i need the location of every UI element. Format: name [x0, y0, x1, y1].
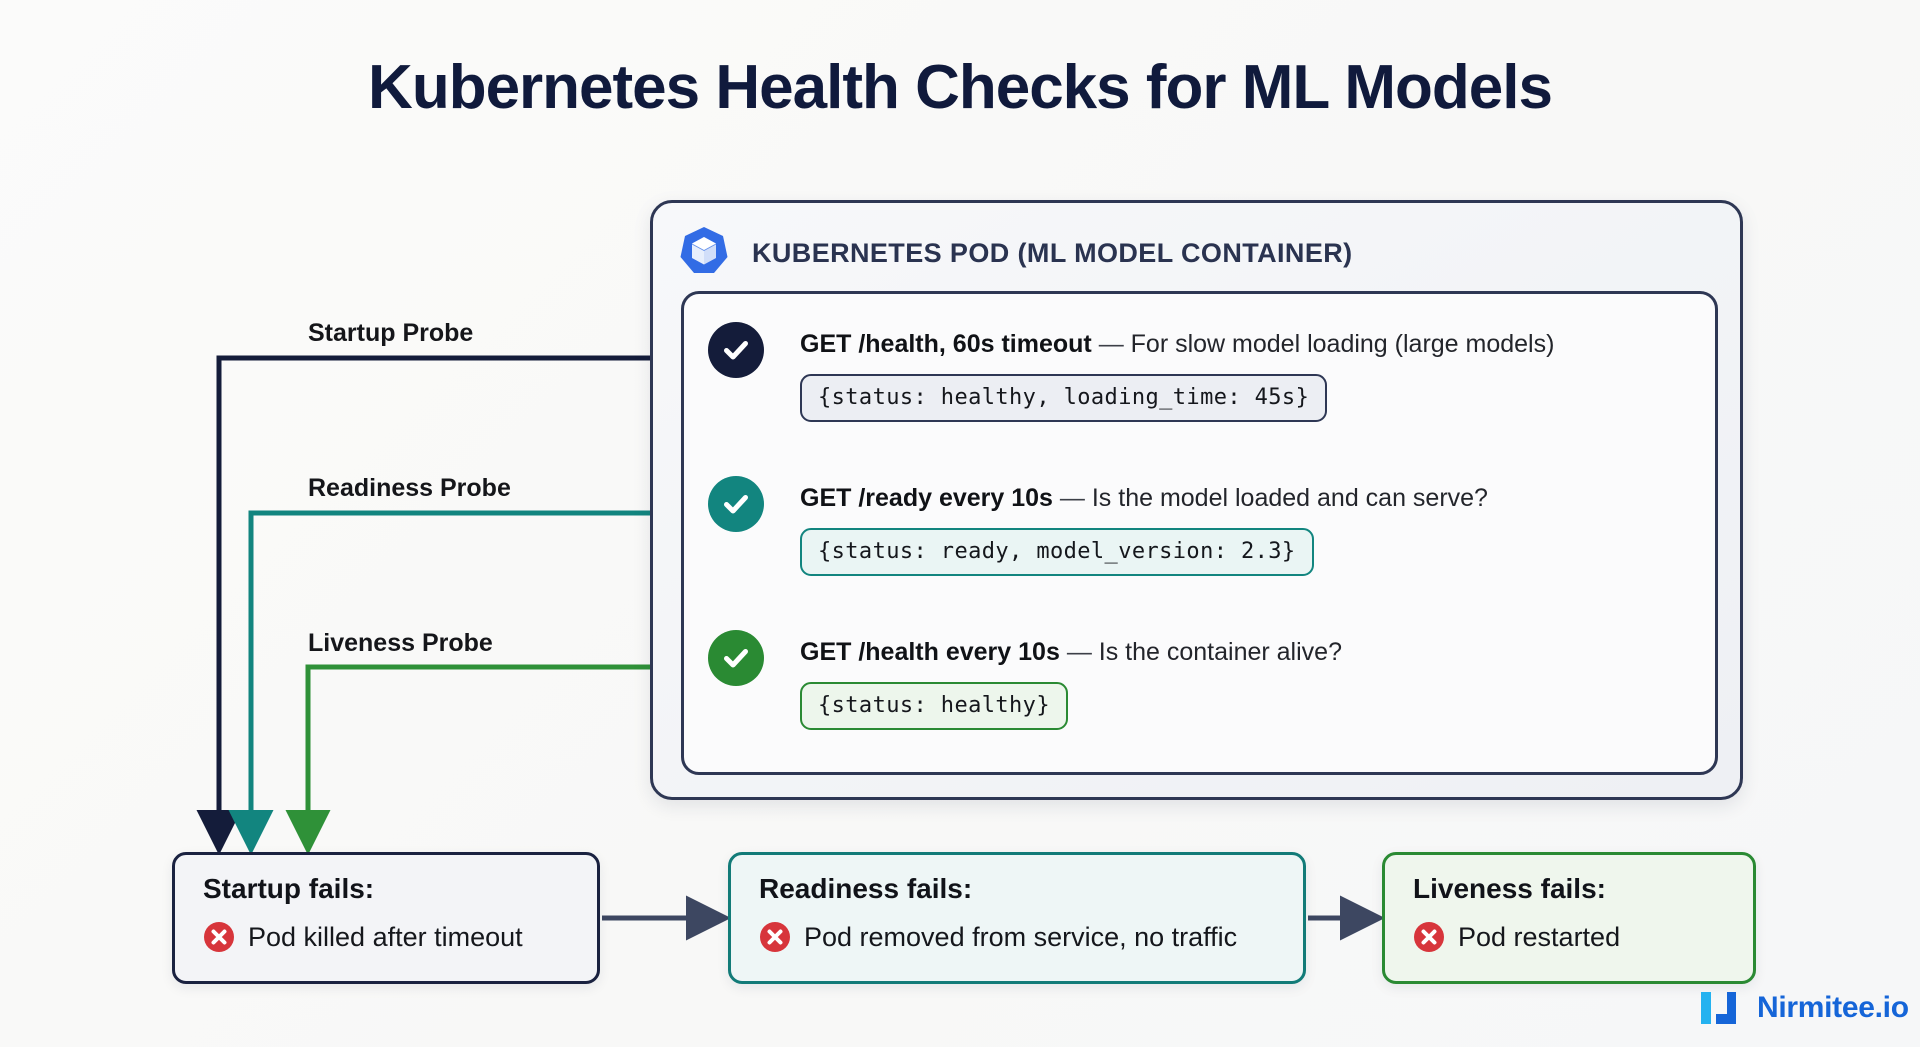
probe-label-readiness: Readiness Probe: [308, 474, 511, 502]
nirmitee-logo-icon: [1701, 992, 1736, 1024]
failure-text-liveness: Pod restarted: [1458, 921, 1621, 952]
kubernetes-pod-card: KUBERNETES POD (ML MODEL CONTAINER) GET …: [650, 200, 1743, 800]
probe-label-liveness: Liveness Probe: [308, 629, 493, 657]
probe-endpoint-readiness: GET /ready every 10s: [800, 484, 1053, 512]
probe-dash-startup: —: [1098, 330, 1124, 358]
pod-inner-card: GET /health, 60s timeout — For slow mode…: [681, 291, 1718, 775]
probe-description-liveness: Is the container alive?: [1098, 638, 1342, 666]
probe-description-readiness: Is the model loaded and can serve?: [1091, 484, 1488, 512]
failure-text-readiness: Pod removed from service, no traffic: [804, 921, 1238, 952]
probe-response-liveness: {status: healthy}: [800, 682, 1068, 730]
failure-title-readiness: Readiness fails:: [759, 873, 973, 904]
probe-description-startup: For slow model loading (large models): [1130, 330, 1555, 358]
probe-response-readiness: {status: ready, model_version: 2.3}: [800, 528, 1314, 576]
failure-box-readiness: Readiness fails: Pod removed from servic…: [728, 852, 1306, 984]
probe-text-liveness: GET /health every 10s — Is the container…: [800, 638, 1342, 667]
probe-text-startup: GET /health, 60s timeout — For slow mode…: [800, 330, 1554, 359]
check-circle-icon-liveness: [708, 630, 764, 686]
failure-title-liveness: Liveness fails:: [1413, 873, 1606, 904]
x-circle-icon-startup: [204, 922, 234, 952]
kubernetes-logo-icon: [678, 225, 730, 282]
connector-readiness-probe: [228, 490, 722, 856]
probe-endpoint-startup: GET /health, 60s timeout: [800, 330, 1092, 358]
check-circle-icon-startup: [708, 322, 764, 378]
pod-title: KUBERNETES POD (ML MODEL CONTAINER): [752, 238, 1353, 268]
probe-response-startup: {status: healthy, loading_time: 45s}: [800, 374, 1328, 422]
x-circle-icon-liveness: [1414, 922, 1444, 952]
brand-watermark: Nirmitee.io: [1700, 988, 1909, 1028]
probe-endpoint-liveness: GET /health every 10s: [800, 638, 1060, 666]
connector-liveness-probe: [285, 644, 722, 856]
probe-label-startup: Startup Probe: [308, 319, 474, 347]
failure-line-startup: Pod killed after timeout: [203, 921, 523, 953]
failure-title-startup: Startup fails:: [203, 873, 375, 904]
failure-box-startup: Startup fails: Pod killed after timeout: [172, 852, 600, 984]
check-circle-icon-readiness: [708, 476, 764, 532]
probe-dash-readiness: —: [1059, 484, 1085, 512]
brand-name: Nirmitee.io: [1757, 991, 1909, 1024]
failure-line-readiness: Pod removed from service, no traffic: [759, 921, 1237, 953]
failure-line-liveness: Pod restarted: [1413, 921, 1620, 953]
x-circle-icon-readiness: [760, 922, 790, 952]
failure-text-startup: Pod killed after timeout: [248, 921, 523, 952]
failure-box-liveness: Liveness fails: Pod restarted: [1382, 852, 1756, 984]
probe-text-readiness: GET /ready every 10s — Is the model load…: [800, 484, 1488, 513]
page-title: Kubernetes Health Checks for ML Models: [368, 53, 1553, 122]
connector-startup-probe: [196, 335, 725, 856]
probe-dash-liveness: —: [1066, 638, 1092, 666]
pod-header: KUBERNETES POD (ML MODEL CONTAINER): [678, 225, 1353, 282]
